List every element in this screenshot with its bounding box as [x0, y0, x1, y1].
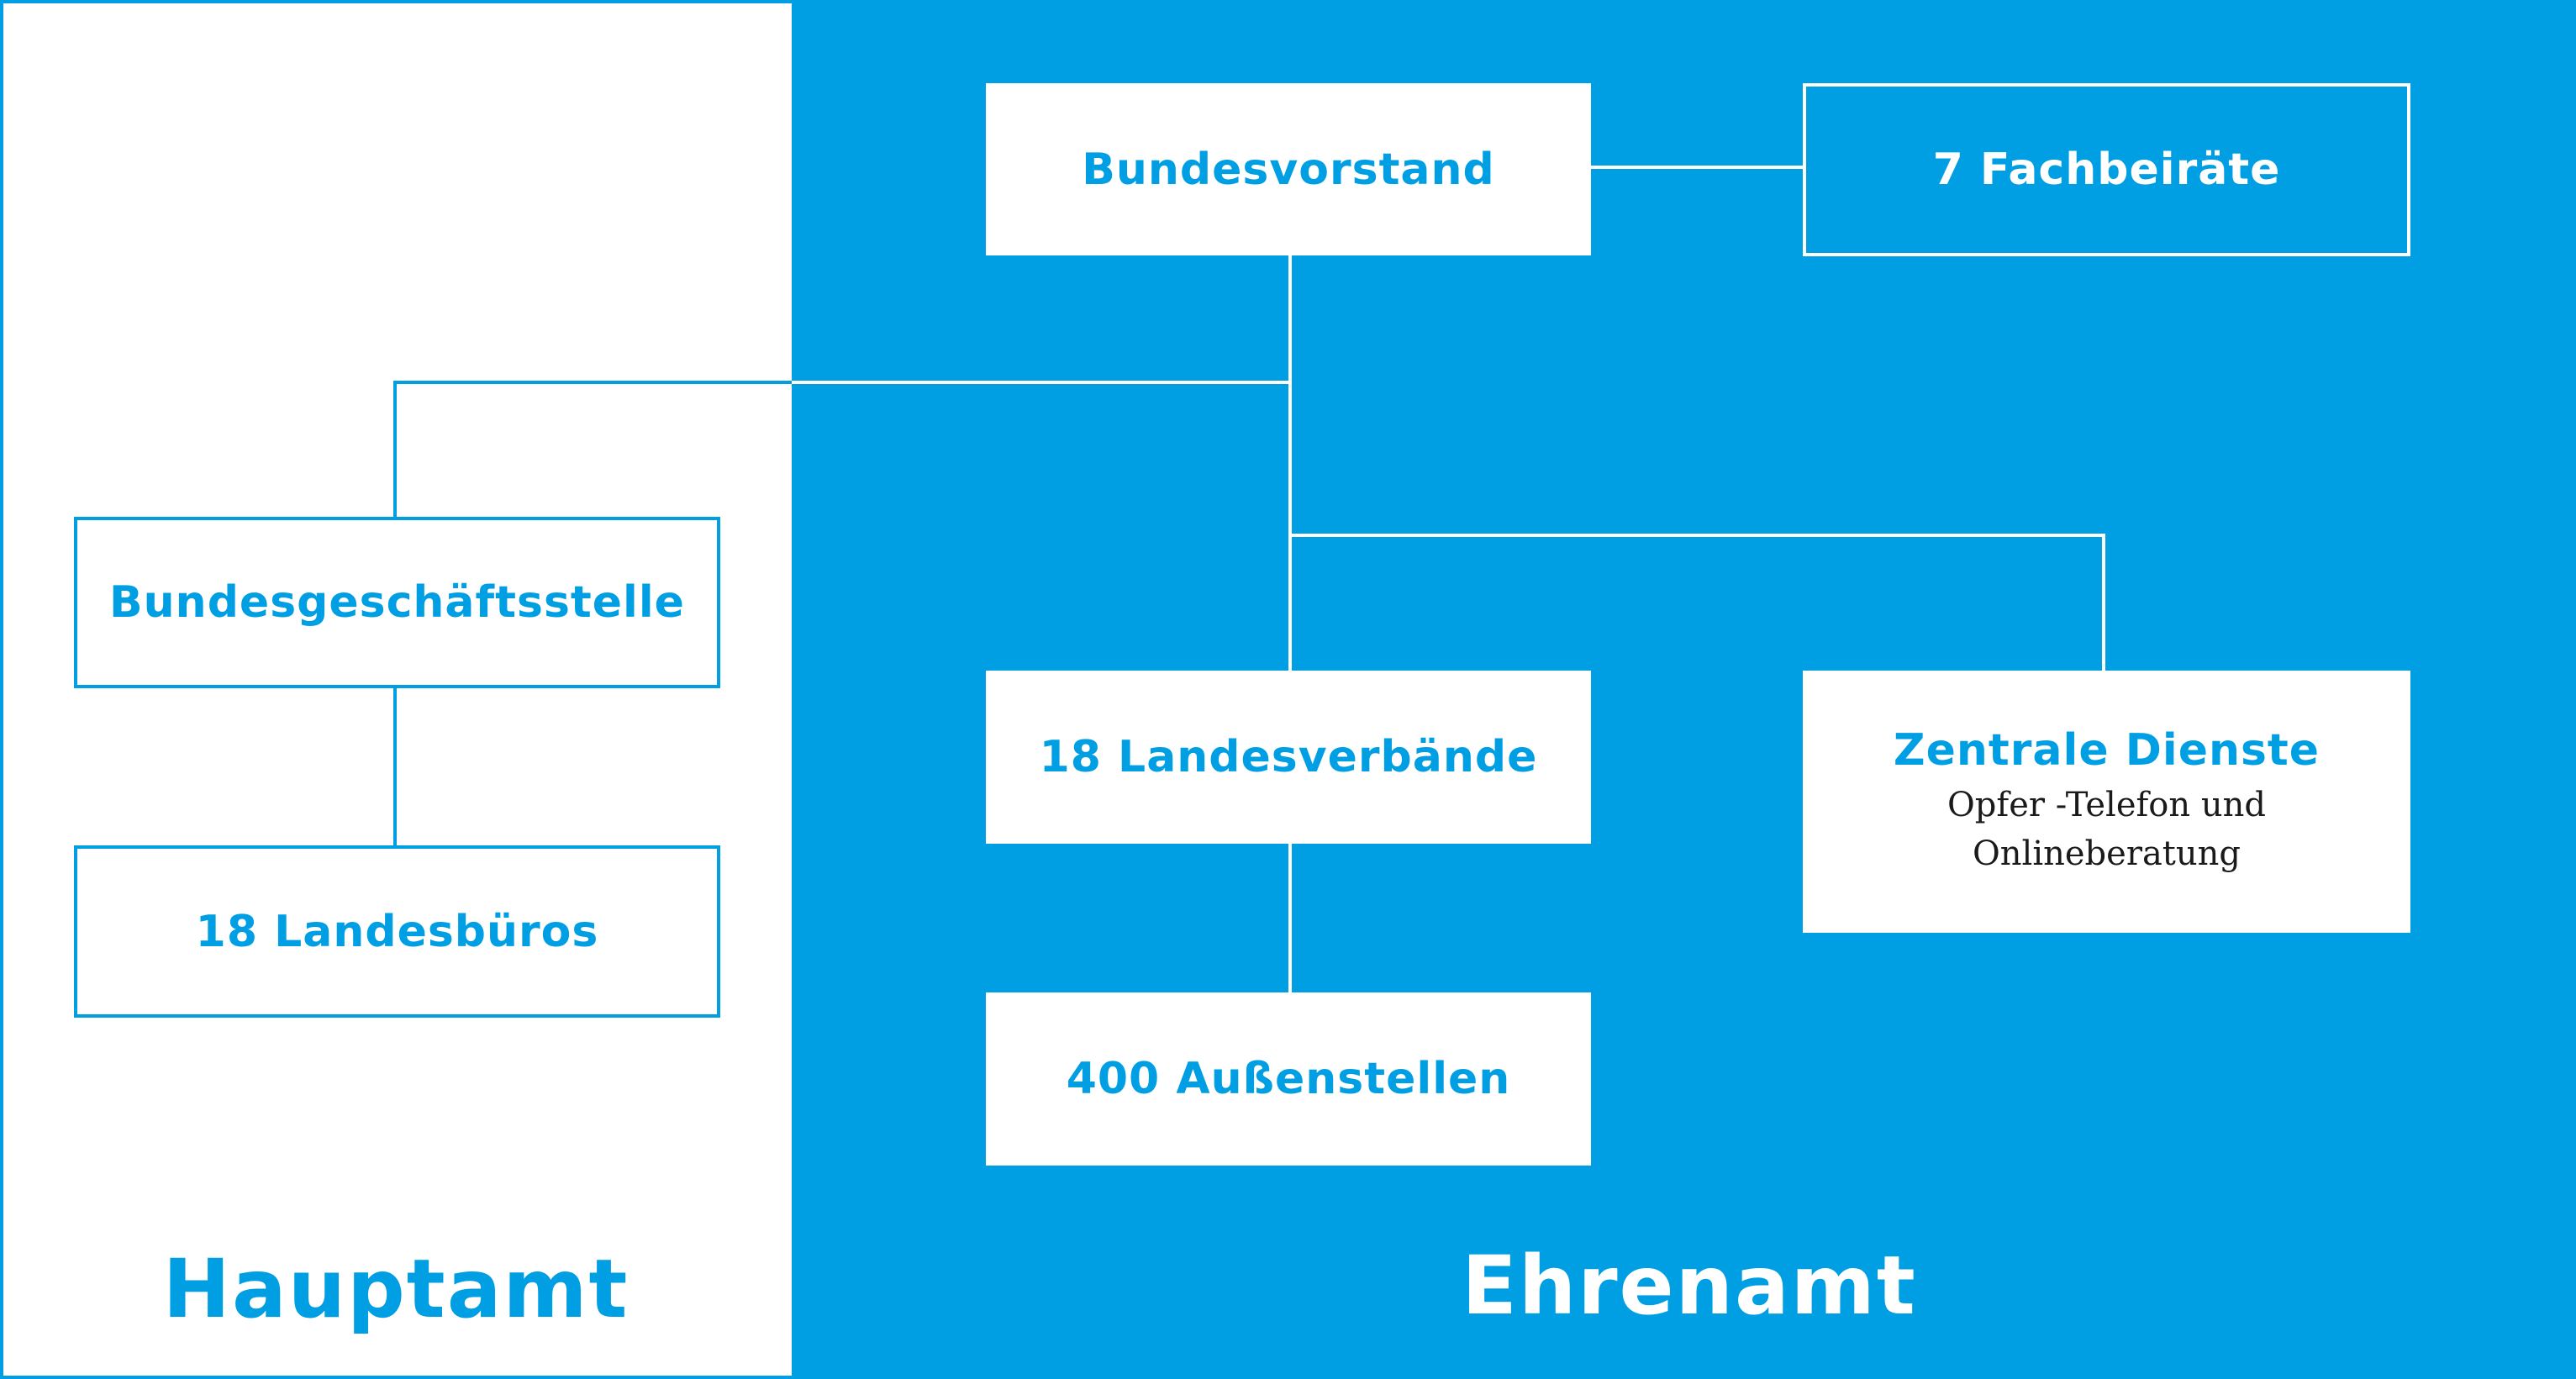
bundesgeschaeftsstelle-label: Bundesgeschäftsstelle [109, 577, 685, 628]
ehrenamt-title: Ehrenamt [1462, 1239, 1917, 1333]
landesbueros-box: 18 Landesbüros [74, 845, 720, 1018]
zentrale-dienste-line2: Onlineberatung [1972, 834, 2241, 873]
bundesvorstand-label: Bundesvorstand [1082, 144, 1495, 195]
landesverbaende-box: 18 Landesverbände [986, 671, 1591, 844]
fachbeiraete-box: 7 Fachbeiräte [1803, 83, 2410, 256]
zentrale-dienste-title: Zentrale Dienste [1893, 725, 2321, 776]
zentrale-dienste-line1: Opfer -Telefon und [1946, 786, 2266, 824]
hauptamt-title: Hauptamt [162, 1242, 630, 1336]
bundesgeschaeftsstelle-box: Bundesgeschäftsstelle [74, 517, 720, 688]
bundesvorstand-box: Bundesvorstand [986, 83, 1591, 255]
landesverbaende-label: 18 Landesverbände [1039, 732, 1538, 782]
aussenstellen-label: 400 Außenstellen [1066, 1054, 1511, 1104]
aussenstellen-box: 400 Außenstellen [986, 992, 1591, 1166]
zentrale-dienste-box: Zentrale Dienste Opfer -Telefon und Onli… [1803, 671, 2410, 933]
landesbueros-label: 18 Landesbüros [195, 906, 599, 957]
fachbeiraete-label: 7 Fachbeiräte [1932, 145, 2281, 195]
